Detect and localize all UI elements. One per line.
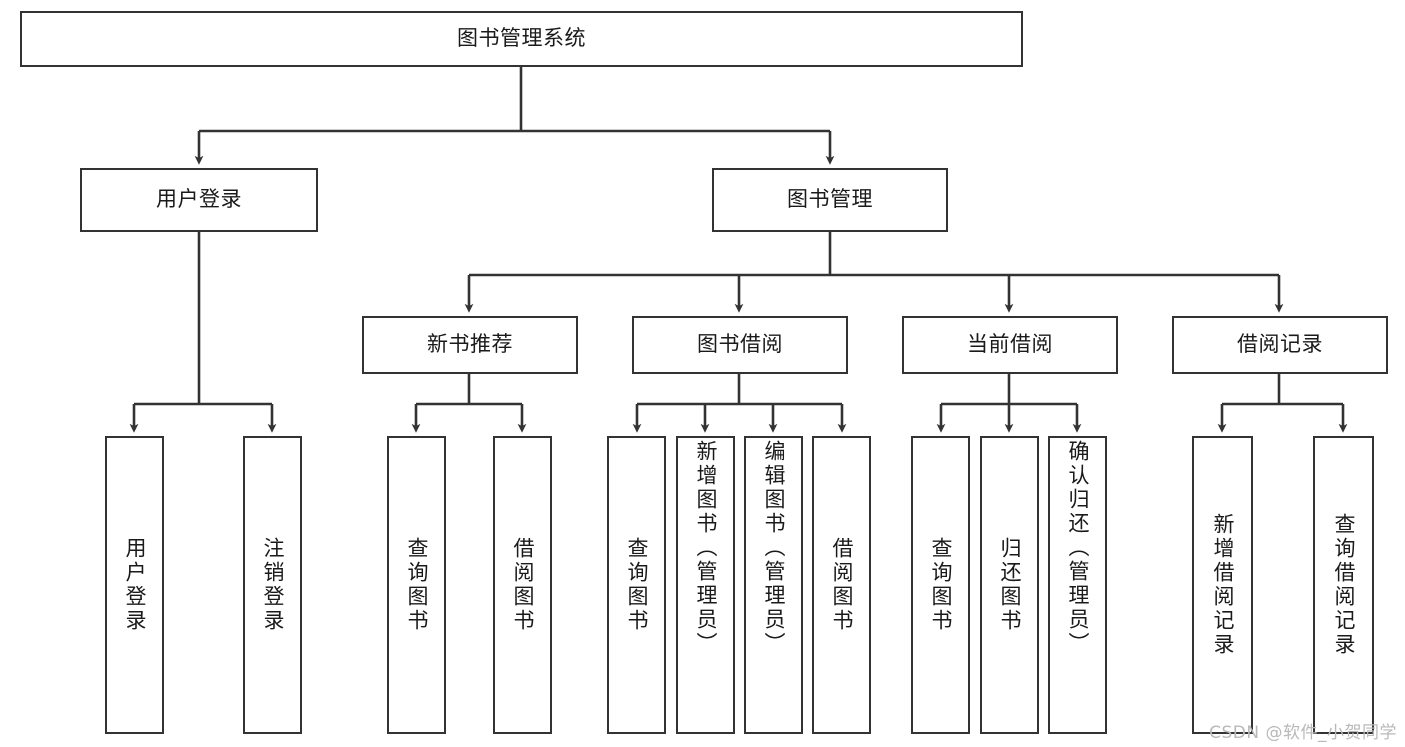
leaf-return-book[interactable]: 归还图书 [980,436,1039,734]
node-book-borrow-label: 图书借阅 [697,332,783,357]
node-root[interactable]: 图书管理系统 [20,11,1023,67]
leaf-query-record[interactable]: 查询借阅记录 [1313,436,1374,734]
leaf-confirm-return[interactable]: 确认归还（管理员） [1048,436,1107,734]
leaf-user-login[interactable]: 用户登录 [105,436,164,734]
node-borrow-record-label: 借阅记录 [1237,332,1323,357]
leaf-add-record-label: 新增借阅记录 [1211,513,1235,657]
leaf-confirm-return-label: 确认归还（管理员） [1066,440,1090,656]
leaf-borrow-book-2[interactable]: 借阅图书 [812,436,871,734]
leaf-user-logout-label: 注销登录 [261,537,285,633]
leaf-query-book-3[interactable]: 查询图书 [911,436,970,734]
leaf-borrow-book-2-label: 借阅图书 [830,537,854,633]
node-user-login[interactable]: 用户登录 [80,168,318,232]
leaf-borrow-book-1-label: 借阅图书 [511,537,535,633]
node-borrow-record[interactable]: 借阅记录 [1172,316,1388,374]
node-new-book-recommend[interactable]: 新书推荐 [362,316,578,374]
leaf-query-book-2[interactable]: 查询图书 [607,436,666,734]
node-book-manage-label: 图书管理 [787,187,873,212]
leaf-return-book-label: 归还图书 [998,537,1022,633]
node-current-borrow[interactable]: 当前借阅 [902,316,1118,374]
node-user-login-label: 用户登录 [156,187,242,212]
leaf-user-logout[interactable]: 注销登录 [243,436,302,734]
leaf-borrow-book-1[interactable]: 借阅图书 [493,436,552,734]
leaf-query-book-3-label: 查询图书 [929,537,953,633]
leaf-add-book-label: 新增图书（管理员） [694,440,718,656]
leaf-query-book-1-label: 查询图书 [405,537,429,633]
csdn-watermark: CSDN @软件_小贺同学 [1209,723,1397,743]
node-current-borrow-label: 当前借阅 [967,332,1053,357]
leaf-query-record-label: 查询借阅记录 [1332,513,1356,657]
node-root-label: 图书管理系统 [457,26,586,51]
leaf-edit-book-label: 编辑图书（管理员） [762,440,786,656]
leaf-query-book-1[interactable]: 查询图书 [387,436,446,734]
leaf-edit-book[interactable]: 编辑图书（管理员） [744,436,803,734]
leaf-add-book[interactable]: 新增图书（管理员） [676,436,735,734]
node-book-borrow[interactable]: 图书借阅 [632,316,848,374]
leaf-query-book-2-label: 查询图书 [625,537,649,633]
node-new-book-recommend-label: 新书推荐 [427,332,513,357]
leaf-add-record[interactable]: 新增借阅记录 [1192,436,1253,734]
node-book-manage[interactable]: 图书管理 [712,168,948,232]
leaf-user-login-label: 用户登录 [123,537,147,633]
